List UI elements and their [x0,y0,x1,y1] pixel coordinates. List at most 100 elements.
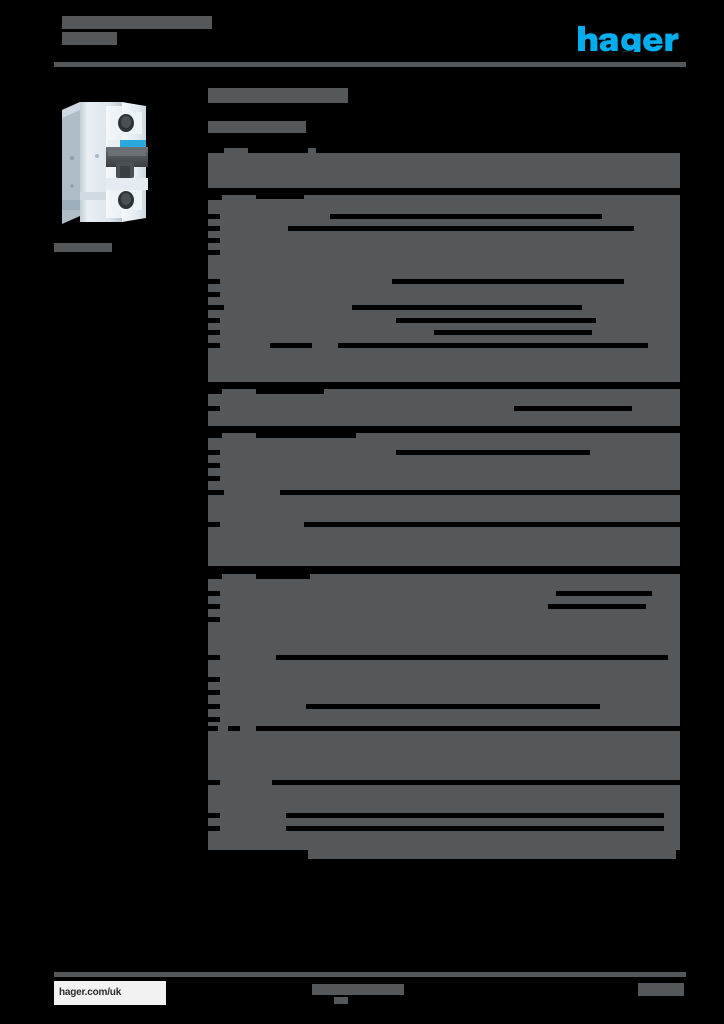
row-value [256,275,680,289]
spec-table-section-1 [208,148,680,188]
row-value [256,416,680,426]
row-label [208,247,256,259]
row-label [208,500,256,518]
table-row [208,339,680,352]
row-value [256,665,680,687]
section-gap [208,566,680,574]
product-caption [54,243,112,252]
heading-dot-markers [230,83,354,101]
row-value [256,447,680,460]
header-title-line2 [62,32,117,45]
main-content [208,88,708,864]
footer-center-subtext [334,997,348,1004]
table-row [208,574,680,588]
hager-logo[interactable] [576,26,686,52]
row-value [256,601,680,614]
section-gap [208,382,680,389]
row-value [256,532,680,566]
header-title-line1 [62,16,212,29]
row-label [208,601,256,614]
spec-table-section-2 [208,195,680,382]
row-label [208,223,256,235]
section-header-row [208,148,680,188]
spec-table-section-5 [208,574,702,850]
table-row [208,195,680,211]
row-label [208,687,256,700]
table-row [208,301,680,315]
spec-table-section-3 [208,389,680,426]
table-row [208,518,704,532]
product-caption-text [54,243,112,252]
row-value [256,700,680,714]
row-label [208,211,256,223]
row-value [256,836,680,850]
table-row [208,823,680,836]
row-value [256,776,702,790]
row-value [256,687,680,700]
row-label [208,614,256,627]
row-value [256,810,680,823]
row-label [208,259,256,275]
table-row [208,473,680,486]
footer-divider [54,972,686,977]
row-label [208,339,256,352]
table-row [208,700,680,714]
row-label [208,315,256,327]
row-label [208,714,256,726]
footer-url-box[interactable]: hager.com/uk [54,981,166,1005]
row-label [208,700,256,714]
row-value [256,500,680,518]
row-label [208,301,256,315]
row-label [208,460,256,473]
row-value [256,714,680,726]
row-label [208,740,256,776]
row-value [256,327,680,339]
page-title [208,88,348,103]
table-row [208,532,680,566]
table-row [208,740,680,776]
row-label [208,574,256,588]
table-row [208,601,680,614]
row-value [256,235,680,247]
row-label [208,651,256,665]
footer-center-text [312,984,404,995]
row-label [208,726,256,740]
row-value [256,403,680,416]
row-value [256,339,680,352]
table-row [208,486,708,500]
row-label [208,588,256,601]
row-label [208,289,256,301]
row-label [208,790,256,810]
table-row [208,275,680,289]
spec-table-section-4 [208,433,708,566]
row-value [256,614,680,627]
footer-url: hager.com/uk [59,987,122,998]
table-row [208,714,680,726]
dot-marker [261,91,266,96]
page-subtitle [208,121,306,133]
table-row [208,416,680,426]
header-divider [54,62,686,67]
page-header [0,0,724,70]
table-row [208,665,680,687]
row-value [256,389,680,403]
row-value [256,195,680,211]
row-value [256,460,680,473]
row-value [256,247,680,259]
table-row [208,588,680,601]
row-label [208,810,256,823]
table-row [208,810,680,823]
table-row [208,327,680,339]
row-value [256,726,688,740]
row-label [208,389,256,403]
page-footer: hager.com/uk [0,964,724,1024]
row-label [208,823,256,836]
row-value [256,473,680,486]
row-label [208,486,256,500]
dot-marker [323,91,328,96]
row-label [208,235,256,247]
row-label [208,473,256,486]
main-heading-block [208,88,680,134]
row-label [208,416,256,426]
footer-center [312,984,404,1004]
